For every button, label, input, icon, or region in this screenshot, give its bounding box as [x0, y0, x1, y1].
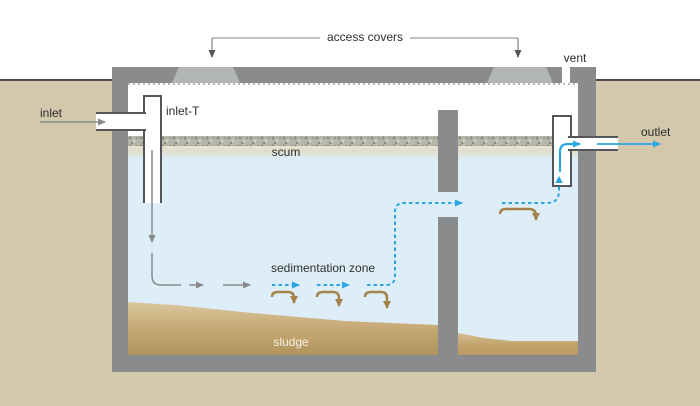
ground-surface-line-left: [0, 79, 113, 81]
vent-opening: [562, 67, 570, 83]
tank-interior: [128, 83, 578, 355]
ceiling-texture: [128, 83, 578, 85]
access-cover-left: [172, 67, 240, 83]
access-covers-label: access covers: [319, 31, 411, 44]
baffle-wall-upper: [438, 110, 458, 192]
scum-layer: [128, 136, 578, 146]
scum-label: scum: [271, 145, 301, 159]
scum-fade-layer: [128, 146, 578, 159]
sludge-label: sludge: [273, 335, 309, 349]
ground-surface-line-right: [595, 79, 700, 81]
vent-label: vent: [563, 51, 587, 65]
sedimentation-zone-label: sedimentation zone: [271, 261, 376, 275]
baffle-wall-lower: [438, 217, 458, 355]
outlet-label: outlet: [641, 125, 671, 139]
inlet-label: inlet: [40, 106, 63, 120]
inlet-t-pipe: [143, 95, 162, 203]
outlet-pipe: [568, 136, 618, 151]
inlet-t-label: inlet-T: [166, 104, 200, 118]
access-cover-right: [487, 67, 553, 83]
inlet-pipe: [96, 112, 146, 131]
outlet-t-pipe: [552, 115, 572, 187]
